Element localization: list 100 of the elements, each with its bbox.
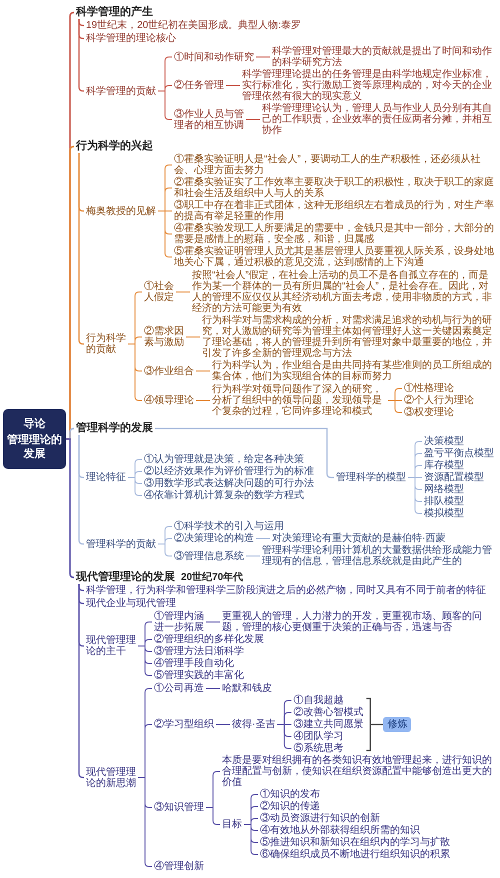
connector-line — [246, 119, 260, 120]
topic-text: ③作业人员与管理者的相互协调 — [172, 108, 246, 130]
topic-text: ②个人行为理论 — [402, 395, 476, 406]
root-topic-box — [3, 409, 66, 469]
connector-line — [206, 688, 220, 689]
topic-text: ②学习型组织 — [152, 719, 216, 730]
topic-text: ③权变理论 — [402, 407, 456, 418]
connector-line — [128, 477, 142, 496]
connector-line — [256, 538, 270, 539]
topic-text: ①时间和动作研究 — [172, 52, 256, 62]
branch-title: 行为科学的兴起 — [74, 140, 155, 153]
connector-line — [256, 56, 270, 58]
connector-line — [244, 824, 258, 855]
topic-text: ④管理创新 — [152, 861, 206, 872]
topic-text: 模拟模型 — [422, 508, 466, 519]
description-text: 按照“社会人”假定，在社会上活动的员工不是各自孤立存在的，而是作为某一个群体的一员有所归属的“社会人”，是社会存在。因此，对人的管理不应仅仅从其经济动机方面去考虑，使用非物质的方式，非经济的方法可能更为有效 — [190, 270, 498, 314]
topic-text: 网络模型 — [422, 484, 466, 495]
topic-text: ⑤系统思考 — [291, 743, 346, 754]
description-text: 管理科学理论利用计算机的大量数据供给形成能力管理现有的信息，管理信息系统就是由此产生的 — [260, 545, 498, 567]
topic-text: ③动员资源进行知识的创新 — [258, 813, 382, 824]
topic-text: 科学管理的理论核心 — [84, 33, 178, 44]
description-text: 行为科学对与需求构成的分析，对需求满足追求的动机与行为的研究，对人激励的研究等为管理主体如何管理好人这一关键因素奠定了理论基础，将人的管理提升到所有管理对象中最重要的地位，并引发了许多全新的管理观念与方法 — [200, 315, 498, 359]
topic-text: ②任务管理 — [172, 80, 226, 91]
topic-text: ③知识管理 — [152, 802, 206, 813]
topic-text: 科学管理的贡献 — [84, 86, 158, 96]
root-subtitle: 管理理论的发展 — [6, 433, 63, 461]
topic-text: ②决策理论的构造 — [172, 533, 256, 544]
topic-text: ③管理信息系统 — [172, 550, 246, 562]
topic-text: ②以经济效果作为评价管理行为的标准 — [142, 466, 316, 477]
topic-text: ③作业组合 — [142, 366, 196, 376]
topic-text: ①社会人假定 — [142, 281, 176, 303]
description-text: 科学管理理论认为，管理人员与作业人员分别有其自己的工作职责，企业效率的责任应两者分摊，并相互协作 — [260, 103, 498, 136]
topic-text: ①科学技术的引入与运用 — [172, 521, 286, 532]
topic-text: 理论特征 — [84, 472, 128, 483]
topic-text: ④团队学习 — [291, 731, 346, 742]
description-text: ⑤霍桑实验证明管理人员尤其是基层管理人员要重视人际关系，设身处地地关心下属，通过积极的意见交流，达到感情的上下沟通 — [172, 246, 498, 268]
description-text: 行为科学对领导问题作了深入的研究，分析了组织中的领导问题，发现领导是个复杂的过程，它同许多理论和模式 — [210, 384, 388, 417]
topic-text: ①公司再造 — [152, 683, 206, 694]
connector-line — [388, 400, 402, 413]
description-text: 科学管理对管理最大的贡献就是提出了时间和动作的科学研究方法 — [270, 46, 498, 68]
connector-line — [78, 19, 84, 92]
topic-text: ①管理内涵进一步拓展 — [152, 611, 206, 633]
connector-line — [196, 370, 210, 372]
topic-text: ②知识的传递 — [258, 801, 322, 812]
topic-text: 决策模型 — [422, 436, 466, 447]
branch-subtitle: 20世纪70年代 — [181, 571, 244, 584]
topic-text: ③建立共同愿景 — [291, 719, 366, 730]
topic-text: ③用数学形式表达解决问题的可行办法 — [142, 478, 316, 489]
topic-text: 彼得·圣吉 — [230, 719, 278, 730]
topic-text: 梅奥教授的见解 — [84, 206, 158, 216]
topic-text: 盈亏平衡点模型 — [422, 448, 496, 459]
topic-text: 现代企业与现代管理 — [84, 598, 178, 609]
description-text: 本质是要对组织拥有的各类知识有效地管理起来，进行知识的合理配置与创新，使知识在组织资源配置中能够创造出更大的价值 — [220, 755, 498, 788]
topic-text: 现代管理理论的主干 — [84, 635, 138, 657]
connector-line — [226, 85, 240, 86]
topic-text: 哈默和钱皮 — [220, 683, 274, 694]
description-text: 行为科学认为，作业组合是由共同持有某些准则的员工所组成的集合体，他们为实现组合体的目标而努力 — [210, 360, 498, 382]
topic-text: ④依靠计算机计算复杂的数学方程式 — [142, 490, 306, 501]
topic-text: ②管理组织的多样化发展 — [152, 634, 266, 645]
description-text: 更重视人的管理，人力潜力的开发，更重视市场、顾客的问题，管理的核心更侧重于决策的正确与否，迅速与否 — [220, 611, 498, 633]
topic-text: ⑤推进知识和新知识在组织内的学习与扩散 — [258, 837, 452, 848]
topic-text: ①性格理论 — [402, 383, 456, 394]
connector-line — [408, 477, 422, 514]
connector-line — [78, 435, 84, 545]
topic-text: ⑥确保组织成员不断地进行组织知识的积累 — [258, 849, 452, 860]
topic-text: 目标 — [220, 819, 244, 830]
topic-text: 管理科学的模型 — [334, 472, 408, 483]
topic-text: 行为科学的贡献 — [84, 333, 128, 355]
description-text: ②霍桑实验证实了工作效率主要取决于职工的积极性，取决于职工的家庭和社会生活及组织中人与人的关系 — [172, 177, 498, 199]
topic-text: 现代管理理论的新思潮 — [84, 766, 138, 788]
description-text: ①霍桑实验证明人是“社会人”，要调动工人的生产积极性，还必须从社会、心理方面去努力 — [172, 154, 498, 176]
branch-title: 现代管理理论的发展 — [76, 571, 175, 584]
description-text: 对决策理论有重大贡献的是赫伯特·西蒙 — [270, 533, 448, 544]
topic-text: ②需求因素与激励 — [142, 326, 186, 348]
topic-text: 19世纪末，20世纪初在美国形成。典型人物:泰罗 — [84, 20, 304, 31]
topic-text: ①知识的发布 — [258, 789, 322, 800]
connector-line — [158, 544, 172, 556]
summary-tag: 修炼 — [383, 717, 412, 732]
branch-title: 科学管理的产生 — [74, 6, 155, 19]
topic-text: 管理科学的贡献 — [84, 538, 158, 550]
topic-text: ①自我超越 — [291, 695, 346, 706]
topic-text: ⑤管理实践的丰富化 — [152, 670, 246, 681]
topic-text: 排队模型 — [422, 496, 466, 507]
description-text: ③职工中存在着非正式团体，这种无形组织左右着成员的行为，对生产率的提高有举足轻重的作用 — [172, 200, 498, 222]
topic-text: ④有效地从外部获得组织所需的知识 — [258, 825, 422, 836]
topic-text: ①认为管理就是决策，给定各种决策 — [142, 454, 306, 465]
topic-text: ③管理方法日渐科学 — [152, 646, 246, 657]
description-text: 科学管理，行为科学和管理科学三阶段演进之后的必然产物，同时又具有不同于前者的特征 — [84, 585, 488, 596]
connector-line — [196, 400, 210, 401]
branch-title: 管理科学的发展 — [74, 422, 155, 435]
description-text: ④霍桑实验发现工人所要满足的需要中，金钱只是其中一部分，大部分的需要是感情上的慰藉，安全感，和谐，归属感 — [172, 223, 498, 245]
connector-line — [186, 336, 200, 338]
connector-line — [276, 724, 292, 749]
connector-line — [66, 438, 75, 578]
connector-line — [216, 724, 230, 725]
description-text: 科学管理理论提出的任务管理是由科学地规定作业标准，实行标准化，实行激励工资等原理构成的，对今天的企业管理依然有很大的现实意义 — [240, 69, 498, 102]
connector-line — [78, 153, 84, 345]
topic-text: 资源配置模型 — [422, 472, 486, 483]
connector-line — [138, 646, 152, 676]
topic-text: ④管理手段自动化 — [152, 658, 236, 669]
